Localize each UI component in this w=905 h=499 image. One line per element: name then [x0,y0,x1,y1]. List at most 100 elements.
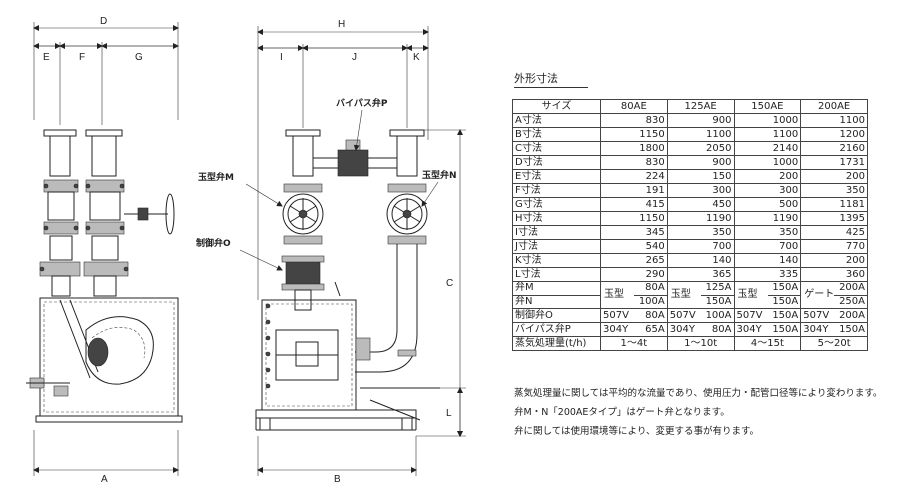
capacity-cell: 1～10t [666,336,735,351]
value-cell: 335 [733,267,802,282]
value-cell: 450 [666,197,735,212]
valve-size: 65A [645,323,665,335]
row-label: J寸法 [512,239,601,254]
value-cell: 1731 [800,155,868,170]
dim-l-label: L [446,408,452,419]
row-label: D寸法 [512,155,601,170]
valve-n-size: 100A [638,295,665,307]
value-cell: 900 [666,113,735,128]
valve-m-label: 弁M [513,282,600,296]
row-label: G寸法 [512,197,601,212]
value-cell: 1190 [733,211,802,226]
value-cell: 1150 [600,127,668,142]
callout-bypass-valve: バイパス弁P [336,97,388,109]
value-cell: 224 [600,169,668,184]
value-cell: 830 [600,155,668,170]
value-cell: 415 [600,197,668,212]
dim-i-label: I [280,52,283,63]
valve-m-size: 125A [700,282,734,296]
value-cell: 2160 [800,141,868,156]
callout-globe-valve-n: 玉型弁N [422,169,457,181]
value-cell: 1200 [800,127,868,142]
value-cell: 1800 [600,141,668,156]
value-cell: 425 [800,225,868,240]
header-cell: 80AE [600,99,668,114]
capacity-cell: 1～4t [600,336,668,351]
row-label: L寸法 [512,267,601,282]
row-label: バイパス弁P [512,322,601,337]
value-cell: 191 [600,183,668,198]
value-cell: 1395 [800,211,868,226]
header-cell: サイズ [512,99,601,114]
value-cell: 500 [733,197,802,212]
valve-m-size: 200A [834,282,867,296]
header-cell: 200AE [800,99,868,114]
valve-model: 304Y [669,323,695,335]
valve-model: 304Y [603,323,629,335]
spec-table-title: 外形寸法 [514,70,588,88]
valve-type: 玉型 [737,289,758,300]
value-cell: 360 [800,267,868,282]
value-cell: 345 [600,225,668,240]
header-cell: 150AE [733,99,802,114]
dim-b-label: B [334,474,341,485]
dim-e-label: E [43,52,50,63]
valve-type: ゲート [804,289,835,300]
valve-size: 80A [645,309,665,321]
value-cell: 1181 [800,197,868,212]
value-cell: 200 [733,169,802,184]
value-cell: 1000 [733,155,802,170]
capacity-cell: 5～20t [800,336,868,351]
dim-a-label: A [101,474,108,485]
value-cell: 350 [800,183,868,198]
row-label: E寸法 [512,169,601,184]
valve-model: 507V [736,309,763,321]
valve-model: 304Y [736,323,762,335]
value-cell: 350 [733,225,802,240]
value-cell: 300 [666,183,735,198]
value-cell: 365 [666,267,735,282]
value-cell: 290 [600,267,668,282]
valve-n-size: 150A [772,295,799,307]
dim-j-label: J [352,52,357,63]
row-label: H寸法 [512,211,601,226]
dim-k-label: K [413,52,420,63]
valve-model: 507V [803,309,830,321]
value-cell: 300 [733,183,802,198]
value-cell: 700 [733,239,802,254]
value-cell: 830 [600,113,668,128]
valve-type: 玉型 [670,289,691,300]
value-cell: 770 [800,239,868,254]
value-cell: 140 [666,253,735,268]
